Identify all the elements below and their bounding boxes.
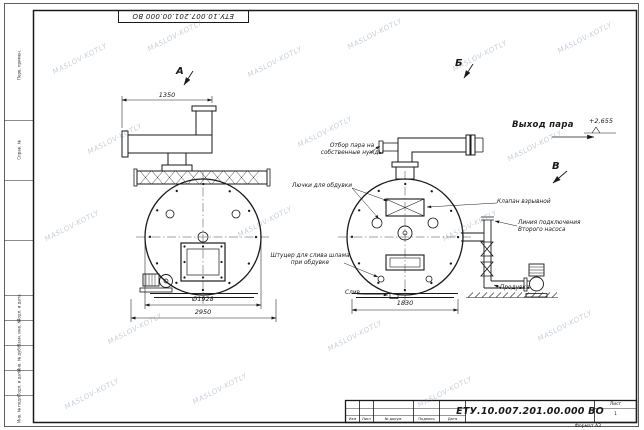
elevation-mark-value: +2,655	[588, 117, 614, 125]
leader-lines	[343, 145, 518, 297]
title-block-col-sign: Подпись	[418, 417, 435, 421]
margin-stamp-vzam-inv: Взам. инв. №	[16, 318, 22, 347]
margin-stamp-inv-dubl: Инв. № дубл.	[16, 343, 22, 372]
label-steam-own-needs: Отбор пара на собственные нужды	[321, 143, 383, 156]
margin-stamp-inv-podl: Инв. № подл.	[16, 395, 22, 423]
margin-stamp-podp-data-2: Подп. и дата	[16, 368, 22, 397]
label-explosion-valve: Клапан взрывной	[497, 199, 551, 205]
title-block-col-date: Дата	[447, 417, 458, 421]
label-sludge-fitting: Штуцер для слива шлама при обдувке	[270, 253, 349, 266]
sheet-frame	[4, 3, 639, 427]
margin-stamp-sprav-no: Справ. №	[16, 140, 22, 160]
title-block-col-izm: Изм	[348, 417, 357, 421]
format-label: Формат А3	[574, 423, 602, 429]
dimension-1830: 1830	[396, 299, 414, 307]
label-second-pump-line: Линия подключения Второго насоса	[518, 220, 580, 233]
title-block-col-doc: № докум.	[384, 417, 403, 421]
title-block-col-list: Лист	[361, 417, 372, 421]
view-arrows	[183, 63, 616, 184]
drawing-code-rotated: ЕТУ.10.007.201.00.000 ВО	[132, 12, 234, 20]
front-view-boiler	[121, 105, 271, 304]
label-sludge-fitting-line1: Штуцер для слива шлама	[270, 253, 350, 259]
title-block-grid	[344, 399, 638, 424]
view-label-a: А	[176, 66, 184, 77]
margin-stamp-perv-primen: Перв. примен.	[16, 49, 22, 81]
label-blow-hatches: Лючки для обдувки	[291, 183, 353, 189]
view-label-v: В	[552, 161, 560, 172]
blowdown-piping	[461, 216, 558, 298]
label-second-pump-line2: Второго насоса	[518, 226, 566, 233]
dimension-2950: 2950	[194, 308, 212, 316]
margin-stamp-podp-data-1: Подп. и дата	[16, 293, 22, 322]
label-steam-outlet: Выход пара	[512, 120, 574, 130]
label-steam-own-needs-line1: Отбор пара на	[329, 143, 375, 149]
label-steam-own-needs-line2: собственные нужды	[320, 149, 384, 156]
dimension-lines	[121, 96, 459, 322]
rear-view-boiler	[338, 134, 484, 304]
label-sludge-fitting-line2: при обдувке	[290, 259, 330, 266]
label-drain: Слив	[345, 290, 360, 296]
dimension-diameter-1928: Ø1928	[192, 295, 214, 303]
title-block-code: ЕТУ.10.007.201.00.000 ВО	[456, 406, 604, 417]
label-blowdown: Продувка	[500, 285, 530, 291]
title-block-sheet-label: Лист	[609, 401, 622, 407]
title-block-sheet-number: 1	[614, 412, 617, 417]
view-label-b: Б	[455, 58, 463, 69]
label-second-pump-line1: Линия подключения	[518, 220, 581, 226]
dimension-1350: 1350	[158, 91, 176, 99]
